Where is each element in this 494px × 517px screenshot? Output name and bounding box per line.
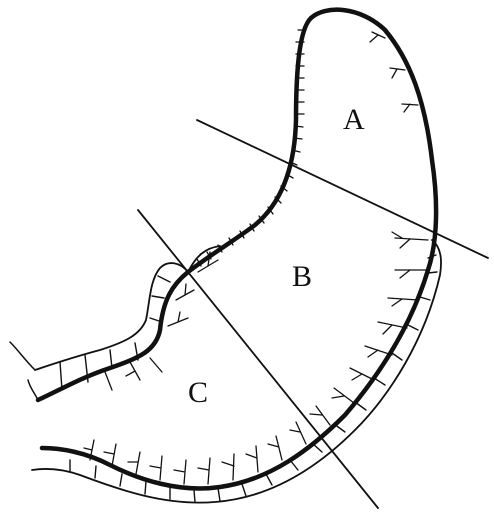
region-label-b: B <box>292 262 312 292</box>
duodenum-stub-1 <box>10 342 35 370</box>
region-label-a: A <box>343 105 365 135</box>
region-label-c: C <box>188 378 208 408</box>
division-line-bc <box>138 210 378 508</box>
lesser-curvature-hatching <box>197 30 306 266</box>
duodenum-stub-2 <box>28 380 38 400</box>
greater-curvature <box>42 10 436 489</box>
tube-ticks <box>60 255 437 502</box>
vessel-branches <box>84 32 428 484</box>
